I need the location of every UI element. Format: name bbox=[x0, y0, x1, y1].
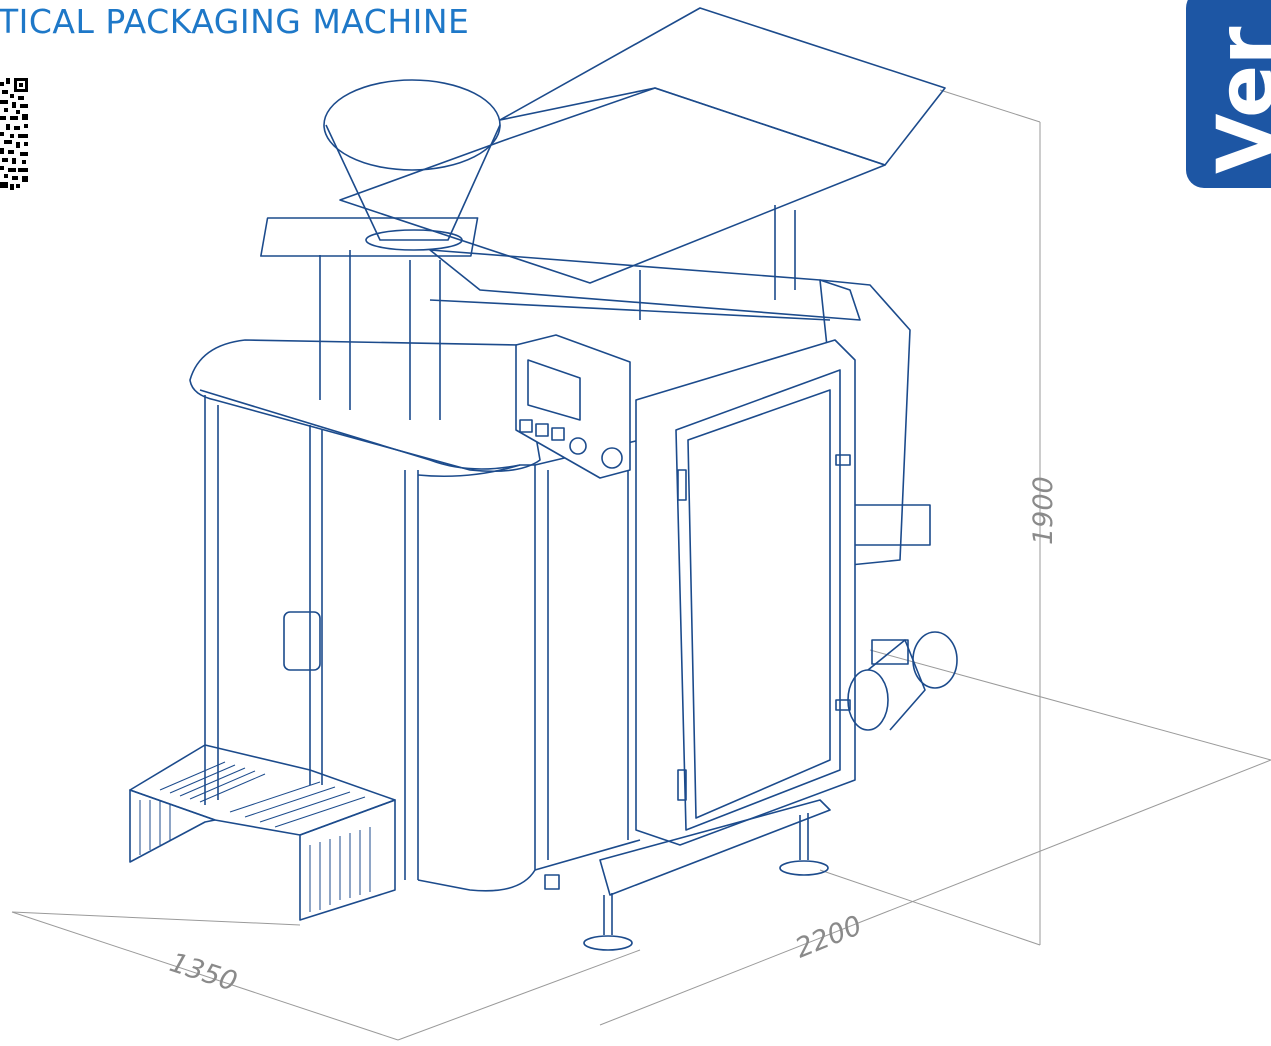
page-title: TICAL PACKAGING MACHINE bbox=[0, 2, 470, 41]
step-platform bbox=[129, 744, 396, 921]
right-cabinet bbox=[599, 339, 856, 896]
dimension-height: 1900 bbox=[1028, 476, 1059, 545]
dimension-depth: 1350 bbox=[166, 947, 241, 998]
control-panel bbox=[515, 334, 631, 479]
dimension-lines bbox=[11, 89, 1271, 1041]
brand-logo bbox=[1186, 0, 1271, 188]
top-lid bbox=[339, 7, 946, 320]
front-cabinet bbox=[189, 339, 641, 892]
machine-outline bbox=[129, 7, 958, 951]
feet bbox=[544, 813, 829, 951]
hopper bbox=[260, 79, 501, 257]
dimension-width: 2200 bbox=[791, 910, 866, 964]
motor bbox=[847, 631, 958, 731]
qr-code-icon bbox=[0, 76, 30, 192]
